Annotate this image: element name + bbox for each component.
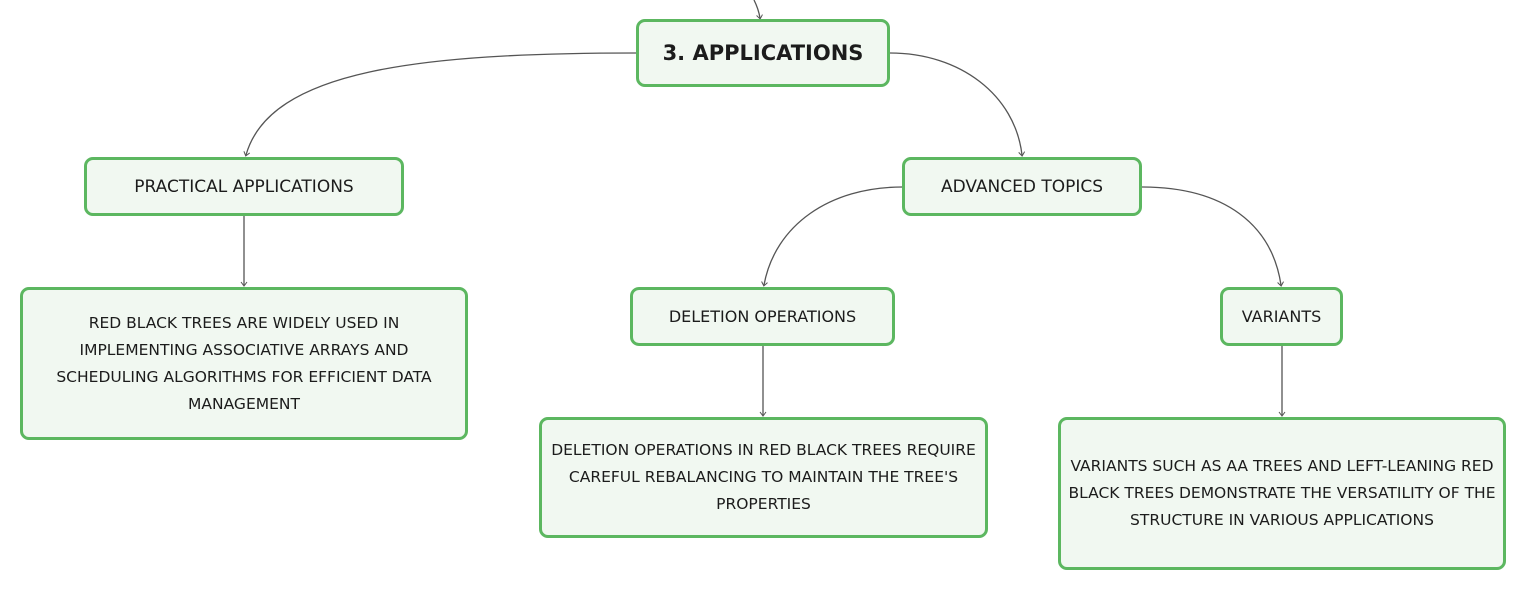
- node-deletion-operations-label: DELETION OPERATIONS: [668, 307, 857, 326]
- practical-description-text: RED BLACK TREES ARE WIDELY USED IN IMPLE…: [56, 313, 432, 413]
- node-practical-applications-label: PRACTICAL APPLICATIONS: [134, 176, 354, 197]
- node-variants[interactable]: VARIANTS: [1220, 287, 1343, 346]
- variants-description-text: VARIANTS SUCH AS AA TREES AND LEFT-LEANI…: [1068, 457, 1496, 529]
- node-variants-label: VARIANTS: [1241, 307, 1322, 326]
- node-applications-label: 3. APPLICATIONS: [662, 41, 864, 65]
- node-practical-applications-description[interactable]: RED BLACK TREES ARE WIDELY USED IN IMPLE…: [20, 287, 468, 440]
- connector-root-practical: [243, 52, 637, 157]
- node-deletion-operations[interactable]: DELETION OPERATIONS: [630, 287, 895, 346]
- node-applications[interactable]: 3. APPLICATIONS: [636, 19, 890, 87]
- connector-advanced-deletion: [761, 186, 903, 287]
- node-advanced-topics[interactable]: ADVANCED TOPICS: [902, 157, 1142, 216]
- connector-root-advanced: [889, 52, 1026, 157]
- connector-incoming-root: [753, 0, 763, 20]
- node-deletion-operations-description[interactable]: DELETION OPERATIONS IN RED BLACK TREES R…: [539, 417, 988, 538]
- node-practical-applications[interactable]: PRACTICAL APPLICATIONS: [84, 157, 404, 216]
- node-advanced-topics-label: ADVANCED TOPICS: [940, 176, 1104, 197]
- node-variants-description[interactable]: VARIANTS SUCH AS AA TREES AND LEFT-LEANI…: [1058, 417, 1506, 570]
- connector-advanced-variants: [1141, 186, 1284, 287]
- deletion-description-text: DELETION OPERATIONS IN RED BLACK TREES R…: [551, 441, 976, 513]
